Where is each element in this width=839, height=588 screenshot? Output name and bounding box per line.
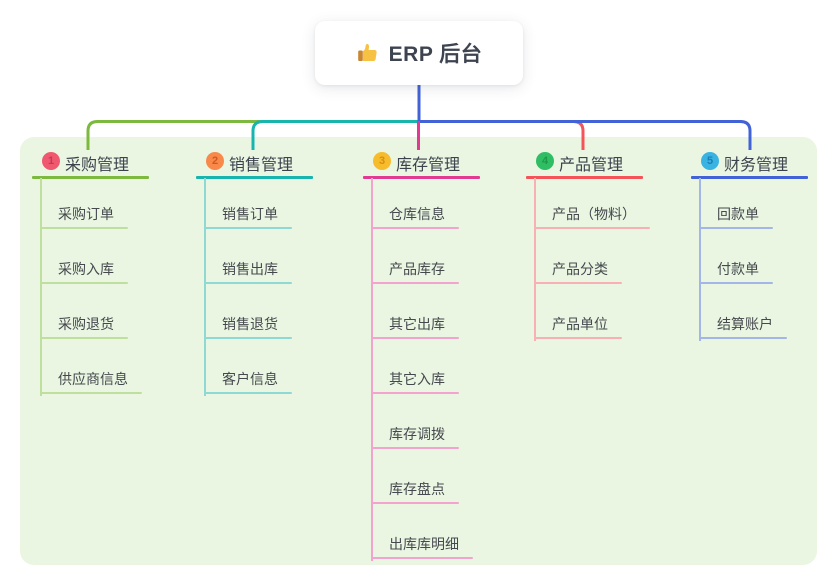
child-node[interactable]: 其它入库 [371, 370, 459, 394]
branch-title: 财务管理 [724, 157, 789, 174]
child-label: 销售退货 [222, 316, 278, 332]
child-underline [371, 447, 459, 449]
child-label: 销售订单 [222, 206, 278, 222]
child-node[interactable]: 库存盘点 [371, 480, 459, 504]
branch-connector-line [534, 178, 536, 341]
child-label: 结算账户 [717, 316, 773, 332]
connector-branch-1 [86, 120, 419, 150]
child-node[interactable]: 出库库明细 [371, 535, 473, 559]
branch-badge: 4 [536, 152, 554, 170]
child-node[interactable]: 产品分类 [534, 260, 622, 284]
child-underline [204, 337, 292, 339]
child-underline [204, 282, 292, 284]
child-underline [40, 227, 128, 229]
branch-underline [526, 176, 643, 179]
child-node[interactable]: 采购订单 [40, 205, 128, 229]
connector-lines [86, 84, 752, 150]
branch-title: 销售管理 [229, 157, 294, 174]
child-underline [371, 557, 473, 559]
child-underline [699, 337, 787, 339]
child-underline [40, 392, 142, 394]
branch-badge: 1 [42, 152, 60, 170]
root-node[interactable]: ERP 后台 [315, 21, 523, 85]
child-node[interactable]: 回款单 [699, 205, 773, 229]
child-underline [371, 282, 459, 284]
child-node[interactable]: 客户信息 [204, 370, 292, 394]
branch-connector-line [371, 178, 373, 561]
branch-badge: 3 [373, 152, 391, 170]
child-underline [371, 337, 459, 339]
child-label: 产品库存 [389, 261, 445, 277]
branch-badge: 2 [206, 152, 224, 170]
child-node[interactable]: 产品库存 [371, 260, 459, 284]
child-underline [699, 282, 773, 284]
child-node[interactable]: 产品（物料） [534, 205, 650, 229]
thumbs-up-icon [356, 41, 380, 65]
child-node[interactable]: 仓库信息 [371, 205, 459, 229]
child-label: 其它入库 [389, 371, 445, 387]
child-node[interactable]: 采购退货 [40, 315, 128, 339]
mindmap-canvas [20, 137, 817, 565]
connector-branch-2 [251, 120, 419, 150]
child-node[interactable]: 销售退货 [204, 315, 292, 339]
child-underline [534, 227, 650, 229]
child-label: 供应商信息 [58, 371, 128, 387]
branch-underline [691, 176, 808, 179]
child-underline [204, 227, 292, 229]
child-label: 回款单 [717, 206, 759, 222]
child-label: 产品分类 [552, 261, 608, 277]
child-underline [371, 227, 459, 229]
child-label: 采购退货 [58, 316, 114, 332]
child-label: 付款单 [717, 261, 759, 277]
connector-branch-4 [419, 120, 585, 150]
child-label: 产品单位 [552, 316, 608, 332]
child-label: 其它出库 [389, 316, 445, 332]
child-node[interactable]: 结算账户 [699, 315, 787, 339]
child-label: 采购入库 [58, 261, 114, 277]
branch-connector-line [40, 178, 42, 396]
child-underline [534, 337, 622, 339]
child-node[interactable]: 其它出库 [371, 315, 459, 339]
child-node[interactable]: 采购入库 [40, 260, 128, 284]
child-label: 采购订单 [58, 206, 114, 222]
child-label: 库存盘点 [389, 481, 445, 497]
branch-underline [363, 176, 480, 179]
child-underline [534, 282, 622, 284]
branch-title: 采购管理 [65, 157, 130, 174]
child-node[interactable]: 付款单 [699, 260, 773, 284]
child-underline [40, 282, 128, 284]
branch-connector-line [204, 178, 206, 396]
child-label: 销售出库 [222, 261, 278, 277]
child-underline [371, 502, 459, 504]
child-label: 产品（物料） [552, 206, 636, 222]
child-node[interactable]: 销售订单 [204, 205, 292, 229]
branch-underline [196, 176, 313, 179]
connector-branch-5 [419, 120, 752, 150]
child-underline [371, 392, 459, 394]
child-underline [204, 392, 292, 394]
branch-title: 库存管理 [396, 157, 461, 174]
child-label: 出库库明细 [389, 536, 459, 552]
child-label: 客户信息 [222, 371, 278, 387]
root-title: ERP 后台 [388, 43, 483, 66]
child-label: 库存调拨 [389, 426, 445, 442]
branch-title: 产品管理 [559, 157, 624, 174]
child-underline [40, 337, 128, 339]
child-node[interactable]: 供应商信息 [40, 370, 142, 394]
child-node[interactable]: 销售出库 [204, 260, 292, 284]
child-node[interactable]: 库存调拨 [371, 425, 459, 449]
branch-badge: 5 [701, 152, 719, 170]
child-node[interactable]: 产品单位 [534, 315, 622, 339]
branch-underline [32, 176, 149, 179]
branch-connector-line [699, 178, 701, 341]
child-label: 仓库信息 [389, 206, 445, 222]
child-underline [699, 227, 773, 229]
